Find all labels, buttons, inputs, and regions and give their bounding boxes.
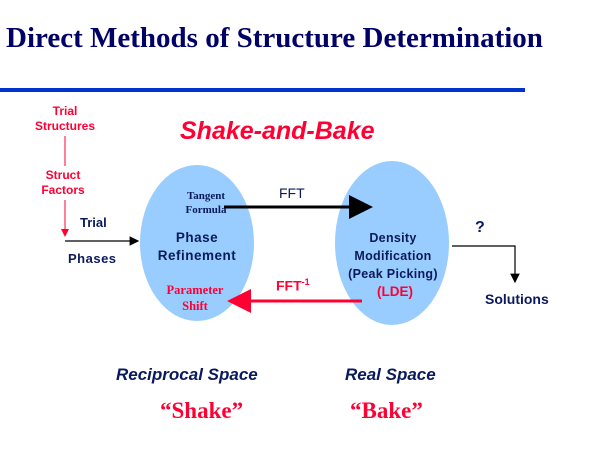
parameter-shift-label: Parameter Shift <box>166 283 224 313</box>
slide-title: Direct Methods of Structure Determinatio… <box>6 22 543 54</box>
question-mark-label: ? <box>475 219 485 236</box>
reciprocal-space-ellipse <box>140 165 254 321</box>
phase-refinement-label: Phase Refinement <box>157 230 237 263</box>
shake-label: “Shake” <box>160 398 244 423</box>
density-modification-label: Density Modification (Peak Picking) <box>348 231 438 281</box>
title-rule <box>0 88 525 92</box>
fft-label: FFT <box>279 185 305 201</box>
trial-structures-label: Trial Structures <box>34 104 96 133</box>
tangent-formula-label: Tangent Formula <box>185 190 227 216</box>
fft-inverse-base: FFT <box>276 277 302 294</box>
bake-label: “Bake” <box>350 398 423 423</box>
lde-label: (LDE) <box>377 284 413 299</box>
fft-inverse-superscript: -1 <box>301 277 310 287</box>
reciprocal-space-label: Reciprocal Space <box>116 365 258 384</box>
struct-factors-label: Struct Factors <box>41 168 85 197</box>
real-space-label: Real Space <box>345 365 436 384</box>
solutions-label: Solutions <box>485 291 549 307</box>
solutions-arrow <box>452 245 520 284</box>
phases-label: Phases <box>68 251 117 266</box>
trial-label: Trial <box>80 215 107 230</box>
fft-inverse-label: FFT-1 <box>276 277 310 294</box>
shake-and-bake-heading: Shake-and-Bake <box>180 117 375 145</box>
